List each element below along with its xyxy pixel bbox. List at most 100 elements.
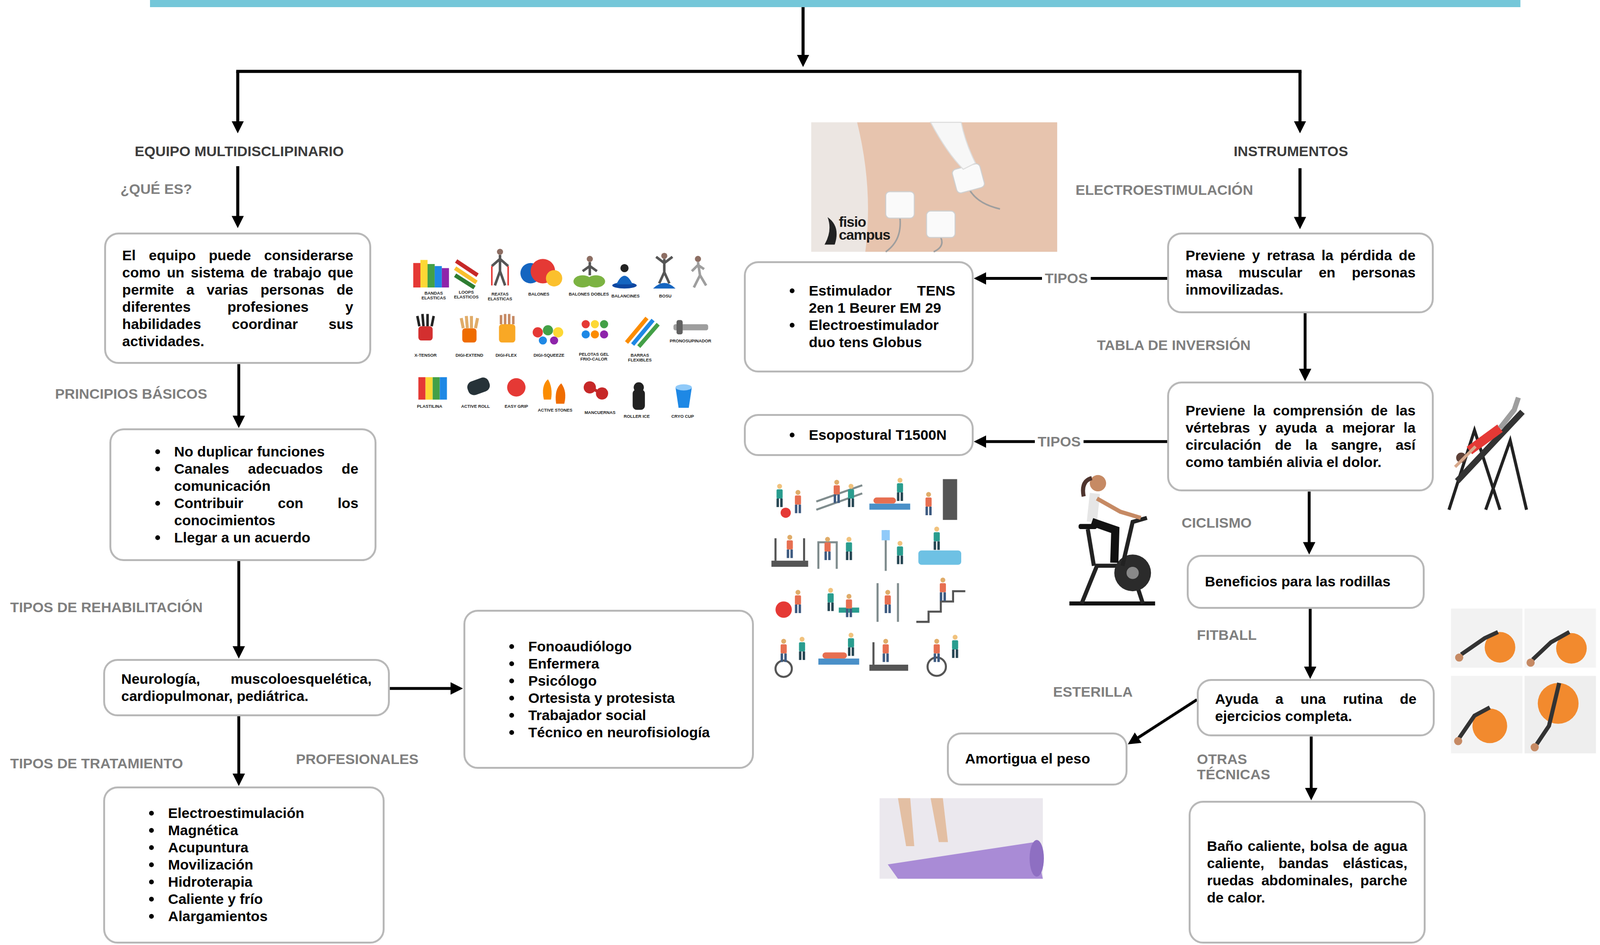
- equipment-photo: [600, 330, 609, 339]
- equipment-photo: [586, 256, 593, 263]
- fitball-photos: [1450, 609, 1596, 754]
- section-heading: INSTRUMENTOS: [1233, 143, 1348, 160]
- equipment-photo: [538, 336, 548, 345]
- equipment-photo: [427, 264, 435, 288]
- edge-label: TABLA DE INVERSIÓN: [1094, 337, 1254, 354]
- title-band: [150, 0, 1521, 8]
- list-item: Electroestimulador duo tens Globus: [808, 316, 956, 352]
- box-text: Baño caliente, bolsa de agua caliente, b…: [1206, 837, 1408, 907]
- equipment-photo: [425, 377, 433, 400]
- photo-caption: BALONES DOBLES: [568, 291, 609, 297]
- rehab-people-grid: [848, 633, 855, 657]
- connector-arrow: [237, 716, 241, 776]
- fitball-photos: [1455, 653, 1464, 662]
- section-label: ELECTROESTIMULACIÓN: [1075, 182, 1254, 198]
- process-box: Previene la comprensión de las vértebras…: [1167, 381, 1434, 493]
- photo-caption: PRONOSUPINADOR: [669, 338, 710, 344]
- list-item: Magnética: [168, 822, 367, 840]
- rehab-people-grid: [824, 536, 831, 561]
- rehab-people-grid: [939, 578, 946, 602]
- flow-arrow: [1298, 71, 1302, 123]
- connector-arrow: [1308, 609, 1312, 668]
- connector-arrow: [389, 687, 452, 691]
- section-label: ¿QUÉ ES?: [120, 181, 193, 197]
- equipment-photo: [417, 314, 434, 327]
- photo-caption: PLASTILINA: [409, 404, 450, 409]
- rehab-people-grid: [771, 560, 809, 568]
- box-text: Ayuda a una rutina de ejercicios complet…: [1214, 690, 1417, 726]
- rehab-people-grid: [873, 497, 896, 505]
- edge-label: TIPOS: [1034, 434, 1084, 450]
- process-box: Estimulador TENS 2en 1 Beurer EM 29Elect…: [743, 261, 974, 373]
- yoga-mat-photo: [879, 798, 1044, 880]
- rehab-people-grid: [780, 639, 787, 663]
- photo-caption: ROLLER ICE: [616, 414, 657, 419]
- equipment-photo: [491, 255, 508, 286]
- equipment-photo: [420, 259, 428, 288]
- fitball-photos: [1526, 658, 1535, 667]
- photo-caption: MANCUERNAS: [579, 410, 621, 416]
- edge-label: CICLISMO: [1178, 515, 1255, 531]
- equipment-photo: [413, 263, 421, 288]
- list-item: Hidroterapia: [168, 873, 367, 892]
- rehab-people-grid: [780, 507, 791, 518]
- equipment-photo: [655, 257, 673, 284]
- rehab-people-grid: [884, 590, 892, 614]
- rehab-people-grid: [933, 526, 940, 551]
- equipment-photo: [542, 379, 552, 400]
- rehab-people-grid: [775, 660, 792, 677]
- yoga-mat-photo: [898, 798, 915, 847]
- photo-caption: BARRAS FLEXIBLES: [619, 353, 660, 363]
- box-text: Amortigua el peso: [965, 750, 1110, 768]
- cyclist-figure: [1122, 518, 1147, 567]
- list-item: Contribuir con los conocimientos: [174, 494, 359, 530]
- rehab-people-grid: [827, 588, 834, 612]
- connector-arrow: [1137, 699, 1197, 739]
- photo-caption: BALONES: [518, 291, 559, 297]
- connector-arrow: [1307, 491, 1311, 544]
- fitball-photos: [1450, 609, 1523, 669]
- equipment-photo: [691, 262, 707, 288]
- process-box: Ayuda a una rutina de ejercicios complet…: [1196, 679, 1435, 737]
- rehab-people-grid: [771, 477, 966, 677]
- photo-caption: LOOPS ELASTICOS: [446, 289, 487, 300]
- cyclist-figure: [1091, 493, 1095, 523]
- edge-label: PROFESIONALES: [292, 751, 422, 768]
- equipment-photo: [496, 248, 504, 256]
- connector-arrow: [237, 364, 241, 418]
- equipment-photo: [675, 384, 692, 391]
- yoga-mat-photo: [1029, 840, 1044, 878]
- rehab-people-grid: [925, 492, 932, 516]
- equipment-photo: [582, 262, 598, 276]
- process-box: ElectroestimulaciónMagnéticaAcupunturaMo…: [103, 786, 385, 945]
- rehab-people-grid: [952, 634, 959, 659]
- rehab-people-grid: [896, 541, 903, 565]
- photo-caption: ACTIVE ROLL: [455, 404, 496, 409]
- list-item: Esopostural T1500N: [808, 426, 956, 444]
- equipment-photo: [432, 377, 441, 400]
- rehab-people-grid: [927, 657, 946, 677]
- connector-arrow: [1310, 736, 1313, 790]
- process-box: Neurología, muscoloesquelética, cardiopu…: [103, 659, 390, 717]
- photo-caption: DIGI-SQUEEZE: [528, 353, 570, 358]
- inversion-table: [1457, 411, 1523, 482]
- edge-label: OTRAS TÉCNICAS: [1193, 751, 1282, 783]
- equipment-photo: [441, 268, 450, 288]
- equipment-photo: [418, 377, 426, 400]
- process-box: Esopostural T1500N: [743, 414, 974, 457]
- yoga-mat-photo: [887, 842, 1043, 880]
- edge-label: TIPOS DE TRATAMIENTO: [7, 756, 186, 772]
- equipment-photo: [590, 387, 603, 394]
- process-box: Baño caliente, bolsa de agua caliente, b…: [1188, 801, 1426, 945]
- fitball-photos: [1454, 737, 1463, 746]
- list-item: Canales adecuados de comunicación: [174, 460, 359, 495]
- equipment-photo: [546, 270, 563, 287]
- inversion-table: [1500, 397, 1519, 429]
- rehab-people-grid: [882, 639, 890, 663]
- photo-caption: CRYO CUP: [662, 414, 703, 419]
- process-box: Beneficios para las rodillas: [1186, 555, 1425, 610]
- rehab-people-grid: [848, 483, 855, 508]
- equipment-photo: [413, 248, 709, 410]
- list-item: Ortesista y protesista: [528, 689, 737, 708]
- electrode-photo: [885, 189, 1000, 252]
